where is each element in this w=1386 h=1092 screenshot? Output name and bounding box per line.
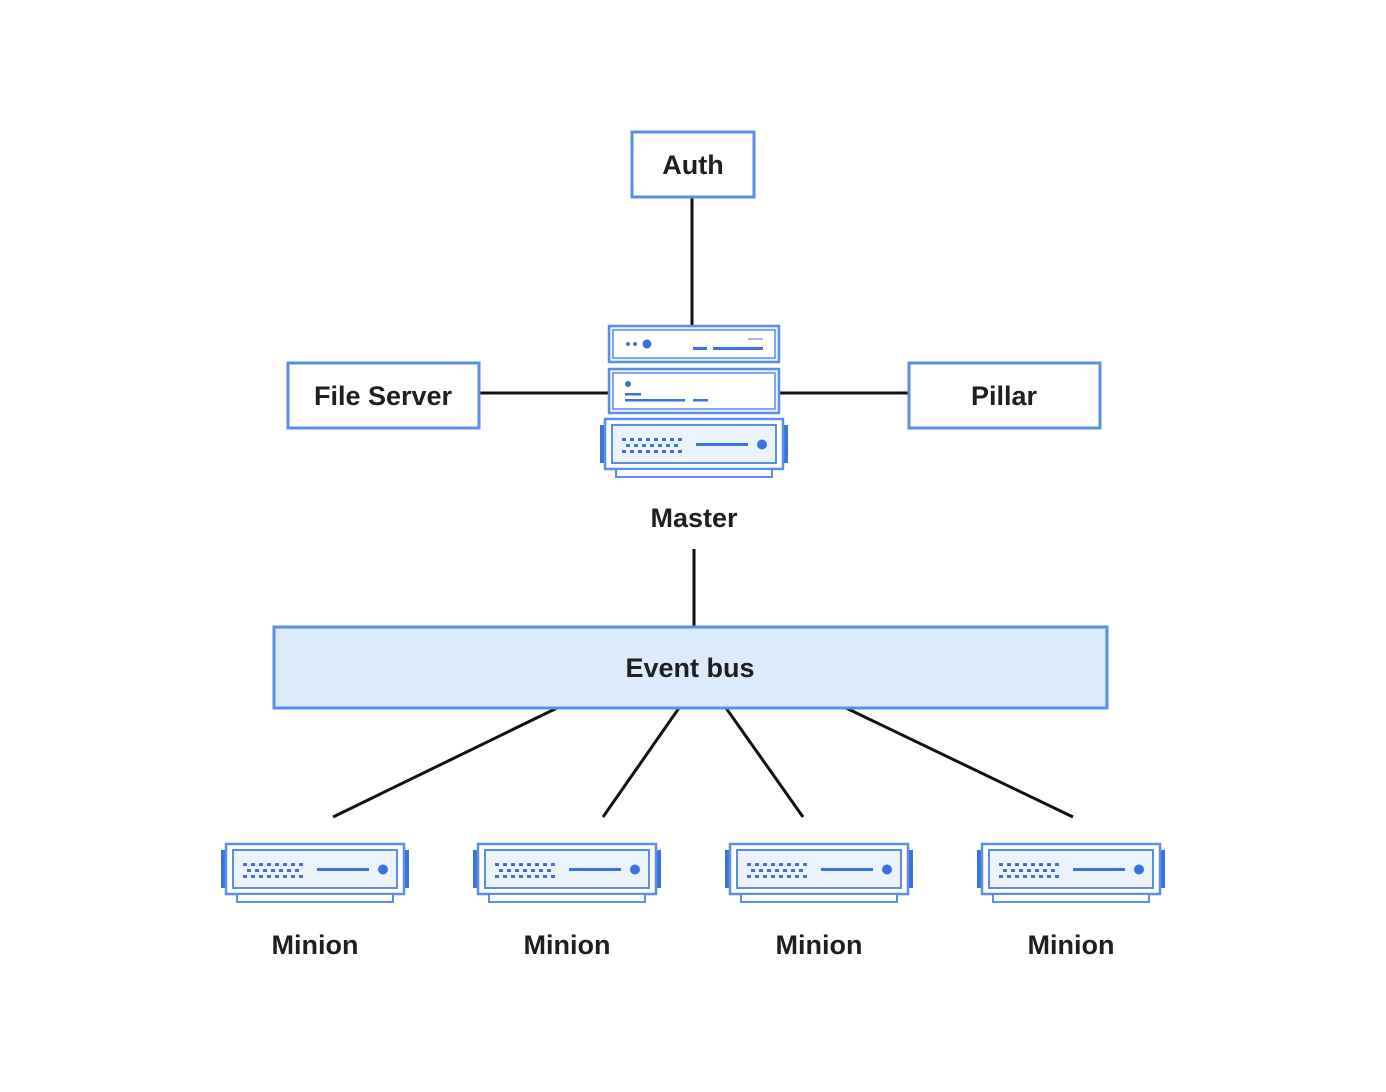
minion-3-server-icon: [723, 842, 915, 904]
edge-eventbus-minion-1: [332, 706, 558, 819]
minion-3-label: Minion: [776, 930, 863, 960]
minion-1-server-icon: [219, 842, 411, 904]
file-server-node: File Server: [286, 361, 481, 430]
event-bus-bar: [272, 625, 1109, 710]
event-bus-node: Event bus: [272, 625, 1109, 710]
minion-node-1: Minion: [219, 842, 411, 960]
minion-2-label: Minion: [524, 930, 611, 960]
minion-1-label: Minion: [272, 930, 359, 960]
auth-node: Auth: [630, 130, 756, 199]
minion-4-label: Minion: [1028, 930, 1115, 960]
edge-eventbus-minion-2: [601, 707, 681, 818]
pillar-label: Pillar: [971, 381, 1038, 411]
minion-node-2: Minion: [471, 842, 663, 960]
pillar-box: [907, 361, 1102, 430]
master-node: Master: [598, 324, 790, 533]
minion-node-3: Minion: [723, 842, 915, 960]
edges: [332, 197, 1074, 819]
minion-4-server-icon: [975, 842, 1167, 904]
pillar-node: Pillar: [907, 361, 1102, 430]
file-server-box: [286, 361, 481, 430]
minion-node-4: Minion: [975, 842, 1167, 960]
edge-eventbus-minion-4: [845, 706, 1074, 819]
file-server-label: File Server: [314, 381, 453, 411]
event-bus-label: Event bus: [625, 653, 754, 683]
minion-2-server-icon: [471, 842, 663, 904]
auth-label: Auth: [662, 150, 723, 180]
auth-box: [630, 130, 756, 199]
edge-eventbus-minion-3: [724, 707, 805, 818]
master-label: Master: [650, 503, 738, 533]
master-server-stack-icon: [598, 324, 790, 479]
